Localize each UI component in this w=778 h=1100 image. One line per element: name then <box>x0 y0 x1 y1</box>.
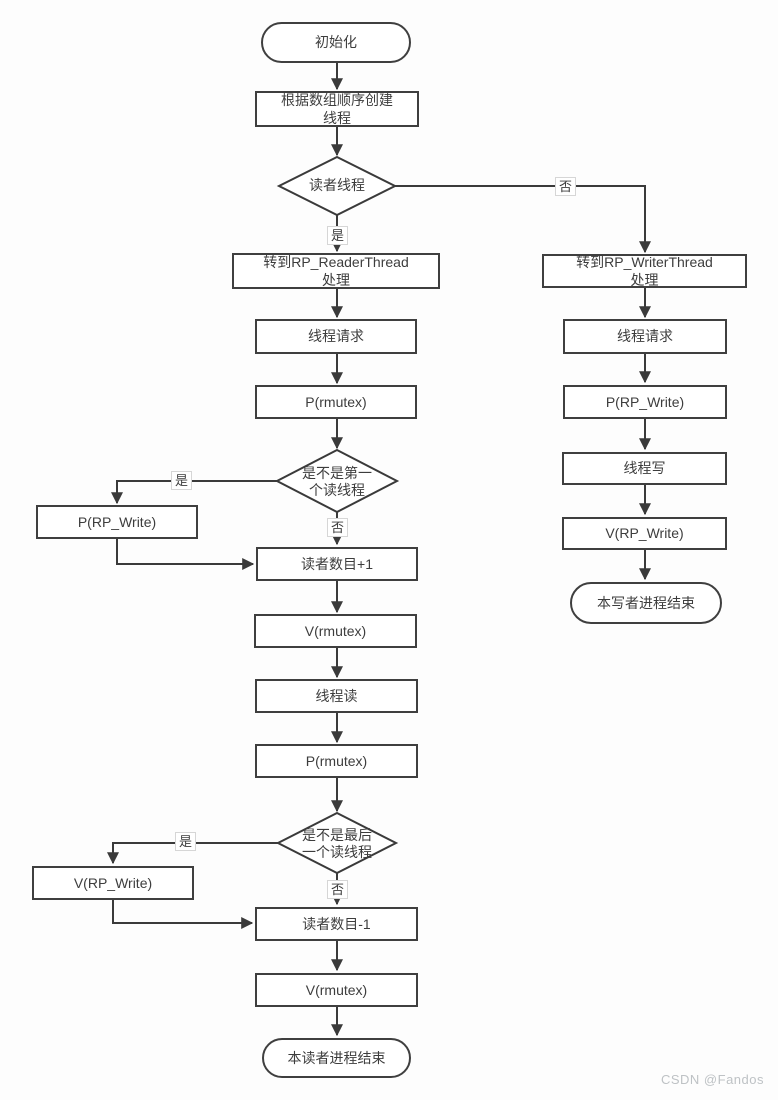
process-thread-write: 线程写 <box>562 452 727 485</box>
process-reader-count-minus: 读者数目-1 <box>255 907 418 941</box>
connector-vrpwrite-to-countdec <box>112 900 254 929</box>
process-thread-read: 线程读 <box>255 679 418 713</box>
process-v-rp-write-reader: V(RP_Write) <box>32 866 194 900</box>
edge-label-no-first-reader: 否 <box>327 518 349 537</box>
process-thread-request-reader: 线程请求 <box>255 319 417 354</box>
process-thread-request-writer: 线程请求 <box>563 319 727 354</box>
process-goto-writer-handler: 转到RP_WriterThread 处理 <box>542 254 747 288</box>
process-p-rp-write-reader: P(RP_Write) <box>36 505 198 539</box>
process-p-rmutex-1: P(rmutex) <box>255 385 417 419</box>
edge-label-yes-reader-decision: 是 <box>327 226 349 245</box>
process-v-rmutex-2: V(rmutex) <box>255 973 418 1007</box>
process-create-threads: 根据数组顺序创建 线程 <box>255 91 419 127</box>
connector-firstdecision-yes <box>111 480 279 505</box>
decision-is-last-reader-shape <box>275 811 399 875</box>
decision-is-first-reader: 是不是第一 个读线程 <box>302 464 372 499</box>
process-v-rp-write-writer: V(RP_Write) <box>562 517 727 550</box>
connector-reader-decision-no <box>395 185 651 254</box>
decision-is-reader-thread-shape <box>276 155 398 217</box>
terminal-writer-end: 本写者进程结束 <box>570 582 722 624</box>
connector-prpwrite-to-countinc <box>116 539 255 570</box>
terminal-start: 初始化 <box>261 22 411 63</box>
decision-is-first-reader-shape <box>274 448 400 514</box>
edge-label-yes-last-reader: 是 <box>175 832 197 851</box>
process-goto-reader-handler: 转到RP_ReaderThread 处理 <box>232 253 440 289</box>
edge-label-yes-first-reader: 是 <box>171 471 193 490</box>
process-reader-count-plus: 读者数目+1 <box>256 547 418 581</box>
watermark: CSDN @Fandos <box>660 1072 764 1087</box>
process-p-rmutex-2: P(rmutex) <box>255 744 418 778</box>
process-v-rmutex-1: V(rmutex) <box>254 614 417 648</box>
terminal-reader-end: 本读者进程结束 <box>262 1038 411 1078</box>
connector-lastdecision-yes <box>107 842 278 865</box>
decision-is-reader-thread: 读者线程 <box>309 177 365 194</box>
decision-is-last-reader: 是不是最后 一个读线程 <box>302 826 372 861</box>
edge-label-no-last-reader: 否 <box>327 880 349 899</box>
edge-label-no-reader-decision: 否 <box>555 177 577 196</box>
process-p-rp-write-writer: P(RP_Write) <box>563 385 727 419</box>
